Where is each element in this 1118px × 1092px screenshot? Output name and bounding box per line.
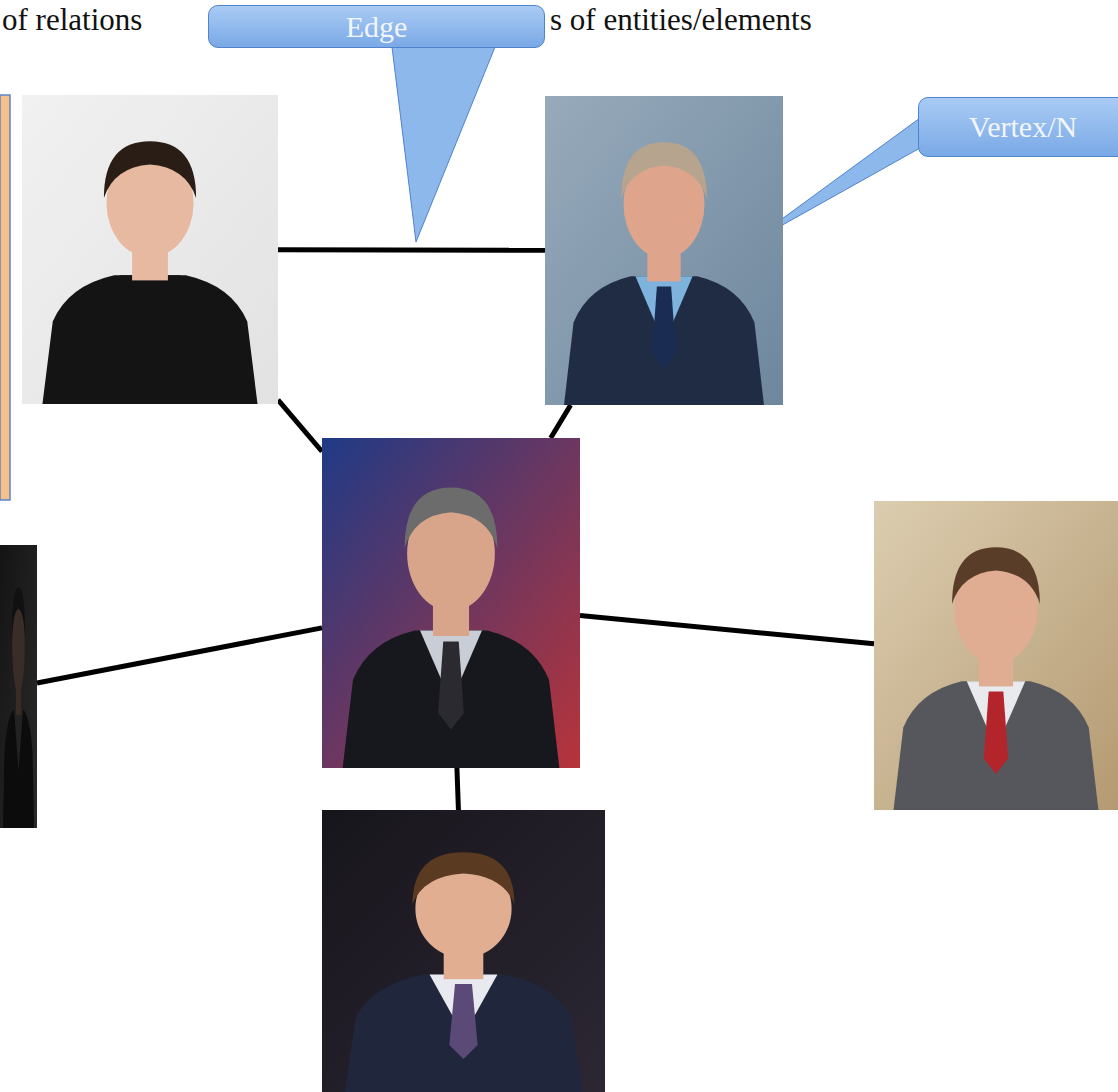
vertex-photo [322,438,580,768]
vertex-photo [545,96,783,405]
callout-box: Edge [208,5,545,48]
callout-tail [392,47,495,242]
vertex-photo [0,545,37,828]
heading-fragment: of relations [2,2,142,38]
portrait-photo [545,96,783,405]
side-panel [0,95,10,500]
portrait-photo [22,95,278,404]
heading-fragment: s of entities/elements [550,2,812,38]
vertex-photo [874,501,1118,810]
graph-edge [37,628,322,683]
vertex-photo [22,95,278,404]
portrait-photo [322,810,605,1092]
callout-text: Vertex/N [969,110,1077,144]
graph-edge [457,768,459,810]
graph-edge [278,400,322,452]
graph-edge [278,247,545,253]
graph-edge [580,615,874,643]
portrait-photo [322,438,580,768]
callout-box: Vertex/N [918,97,1118,157]
graph-edge [551,405,571,438]
callout-text: Edge [346,10,408,44]
portrait-photo [874,501,1118,810]
portrait-photo [0,545,37,828]
vertex-photo [322,810,605,1092]
